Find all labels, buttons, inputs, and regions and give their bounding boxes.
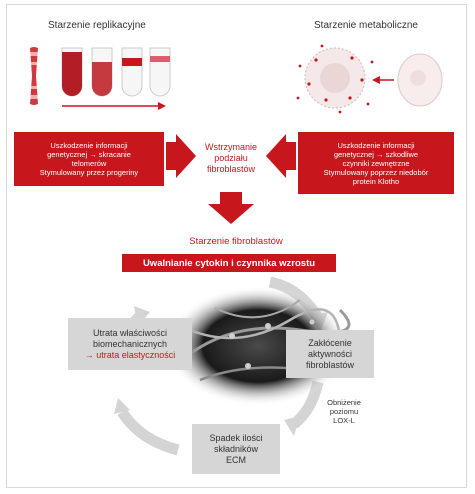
biomechanical-loss-line: biomechanicznych [92, 338, 168, 349]
replicative-damage-line: Stymulowany przez progeriny [39, 168, 139, 177]
right-chevron-arrow [266, 134, 296, 178]
ecm-decline-box: Spadek ilości składników ECM [192, 424, 280, 474]
division-arrest-line: fibroblastów [206, 164, 256, 174]
fibroblast-activity-box: Zakłócenie aktywności fibroblastów [286, 330, 374, 378]
replicative-senescence-heading: Starzenie replikacyjne [48, 20, 146, 31]
metabolic-senescence-heading: Starzenie metaboliczne [314, 20, 418, 31]
lox-l-note: Obniżenie poziomu LOX-L [318, 398, 370, 425]
fibroblast-senescence-label: Starzenie fibroblastów [189, 236, 283, 247]
healthy-cell-icon [397, 53, 443, 107]
metabolic-damage-line: Stymulowany poprzez niedobór [323, 167, 429, 177]
metabolic-damage-line: protein Klotho [352, 176, 400, 186]
biomechanical-loss-line: Utrata właściwości [92, 327, 168, 338]
ecm-decline-line: Spadek ilości [209, 432, 263, 443]
down-arrow [208, 192, 254, 224]
left-chevron-arrow [166, 134, 196, 178]
fibroblast-activity-line: aktywności [307, 348, 352, 359]
lox-l-note-line: Obniżenie [327, 398, 361, 407]
replicative-damage-box: Uszkodzenie informacji genetycznej → skr… [14, 132, 164, 186]
stressed-cell-icon [296, 44, 374, 114]
metabolic-damage-line: czynniki zewnętrzne [342, 158, 410, 168]
replicative-damage-line: genetycznej → skracanie [47, 150, 131, 159]
telomere-tubes-icon [61, 47, 171, 97]
elasticity-loss-text: → utrata elastyczności [84, 349, 176, 360]
replicative-damage-line: Uszkodzenie informacji [50, 141, 128, 150]
replicative-damage-line: telomerów [71, 159, 107, 168]
lox-l-note-line: poziomu [329, 407, 359, 416]
metabolic-damage-box: Uszkodzenie informacji genetycznej → szk… [298, 132, 454, 194]
fibroblast-activity-line: Zakłócenie [308, 337, 352, 348]
fibroblast-activity-line: fibroblastów [305, 359, 355, 370]
metabolic-damage-line: genetycznej → szkodliwe [333, 149, 419, 159]
division-arrest-line: podziału [214, 153, 248, 163]
lox-l-note-line: LOX-L [333, 416, 355, 425]
metabolic-damage-line: Uszkodzenie informacji [337, 140, 415, 150]
division-arrest-label: Wstrzymanie podziału fibroblastów [196, 142, 266, 175]
chromosome-icon [29, 47, 39, 105]
figure-frame [6, 4, 467, 488]
ecm-decline-line: składników [213, 443, 259, 454]
division-arrest-line: Wstrzymanie [204, 142, 257, 152]
ecm-decline-line: ECM [226, 454, 246, 465]
biomechanical-loss-box: Utrata właściwości biomechanicznych → ut… [68, 318, 192, 370]
cytokine-release-box: Uwalnianie cytokin i czynnika wzrostu [122, 254, 336, 272]
